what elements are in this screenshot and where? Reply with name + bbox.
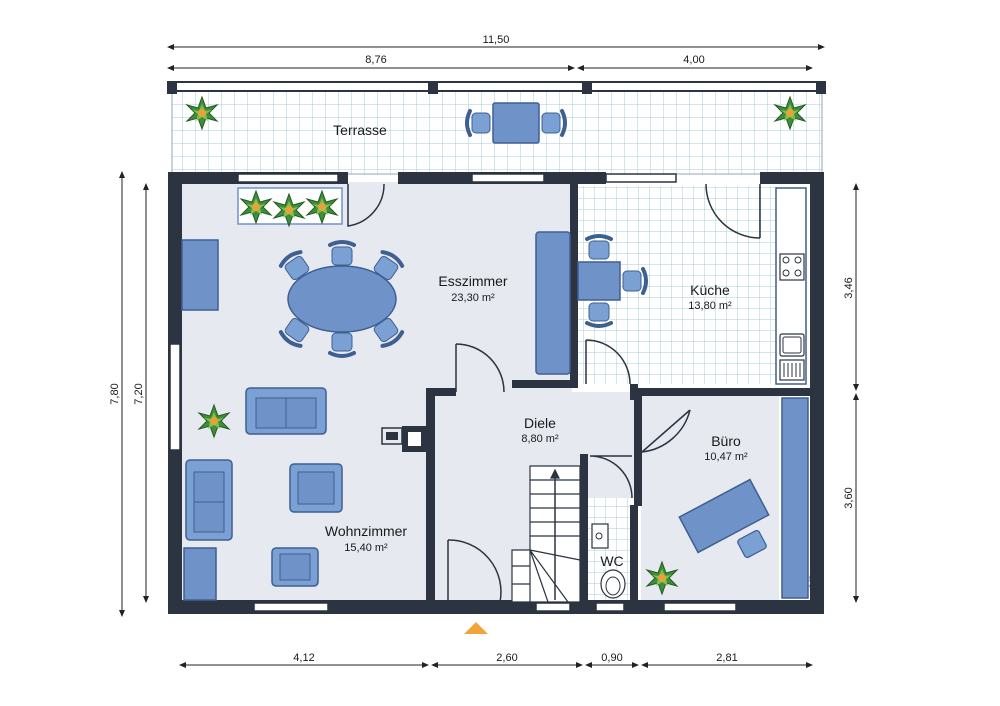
dim-top-right: 4,00 [683,54,704,66]
room-name-wohnzimmer: Wohnzimmer [325,523,408,539]
windows [169,173,737,612]
room-name-terrasse: Terrasse [333,122,387,138]
fireplace-icon [381,426,426,452]
entrance-arrow-icon [464,622,488,634]
room-area-diele: 8,80 m² [521,433,559,445]
dim-bottom-4: 2,81 [716,652,737,664]
floors [180,182,779,602]
room-name-diele: Diele [524,415,556,431]
dim-bottom-3: 0,90 [601,652,622,664]
room-labels: Terrasse Esszimmer 23,30 m² Küche 13,80 … [325,122,748,569]
room-area-kueche: 13,80 m² [688,300,732,312]
furniture [181,187,809,603]
dim-right-upper: 3,46 [843,277,855,298]
dimension-labels: 11,50 8,76 4,00 7,80 7,20 3,46 3,60 4,12… [109,34,855,664]
dim-right-lower: 3,60 [843,487,855,508]
dim-top-total: 11,50 [483,34,510,46]
doors [347,183,761,603]
terrace-table [465,102,567,144]
terrace [167,81,826,175]
dim-left-outer: 7,80 [109,383,121,404]
dimension-lines [119,44,859,668]
room-area-wohnzimmer: 15,40 m² [344,542,388,554]
room-name-buero: Büro [711,433,741,449]
room-area-esszimmer: 23,30 m² [451,292,495,304]
watermark-logo: onOffice [808,566,818,600]
staircase [511,465,581,603]
dim-left-inner: 7,20 [133,383,145,404]
room-name-kueche: Küche [690,282,730,298]
room-name-wc: WC [600,553,623,569]
dim-bottom-2: 2,60 [496,652,517,664]
room-area-buero: 10,47 m² [704,451,748,463]
room-name-esszimmer: Esszimmer [438,273,508,289]
dim-top-left: 8,76 [365,54,386,66]
dim-bottom-1: 4,12 [293,652,314,664]
